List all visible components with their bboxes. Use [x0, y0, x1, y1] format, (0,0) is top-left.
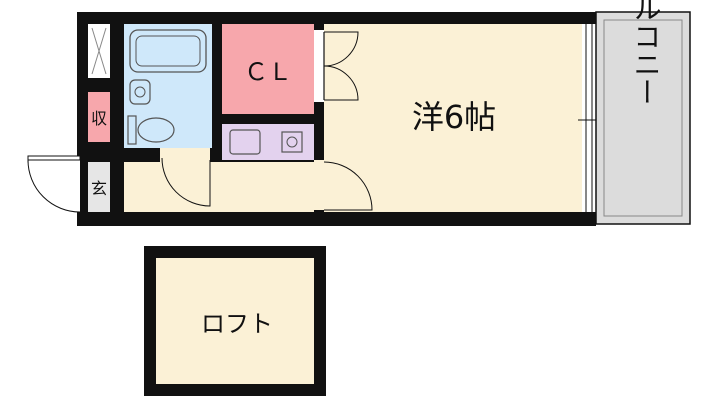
storage-label: 収	[91, 109, 107, 128]
loft-label: ロフト	[201, 310, 273, 338]
balcony-area	[595, 11, 691, 225]
western-room-floor	[324, 24, 582, 212]
entrance-label: 玄	[91, 179, 107, 198]
balcony-window	[578, 24, 600, 212]
storage-area	[88, 92, 110, 142]
western-room-label: 洋6帖	[412, 98, 496, 136]
bathtub	[129, 29, 207, 73]
closet-area	[222, 24, 314, 114]
closet-label: ＣＬ	[244, 58, 292, 86]
loft-floor	[156, 258, 314, 384]
washbasin	[129, 79, 151, 105]
kitchen-sink	[229, 129, 261, 155]
balcony-inner	[603, 19, 683, 217]
bath-door	[160, 148, 211, 207]
hallway-floor	[124, 162, 314, 212]
balcony-label: バルコニー	[630, 0, 663, 106]
room-door	[314, 160, 373, 211]
entrance-area	[88, 162, 110, 212]
toilet	[127, 115, 175, 145]
kitchen-stove	[281, 131, 303, 153]
closet-doors	[314, 30, 359, 102]
shoe-cabinet-cross	[91, 27, 107, 75]
entrance-door	[27, 155, 81, 213]
